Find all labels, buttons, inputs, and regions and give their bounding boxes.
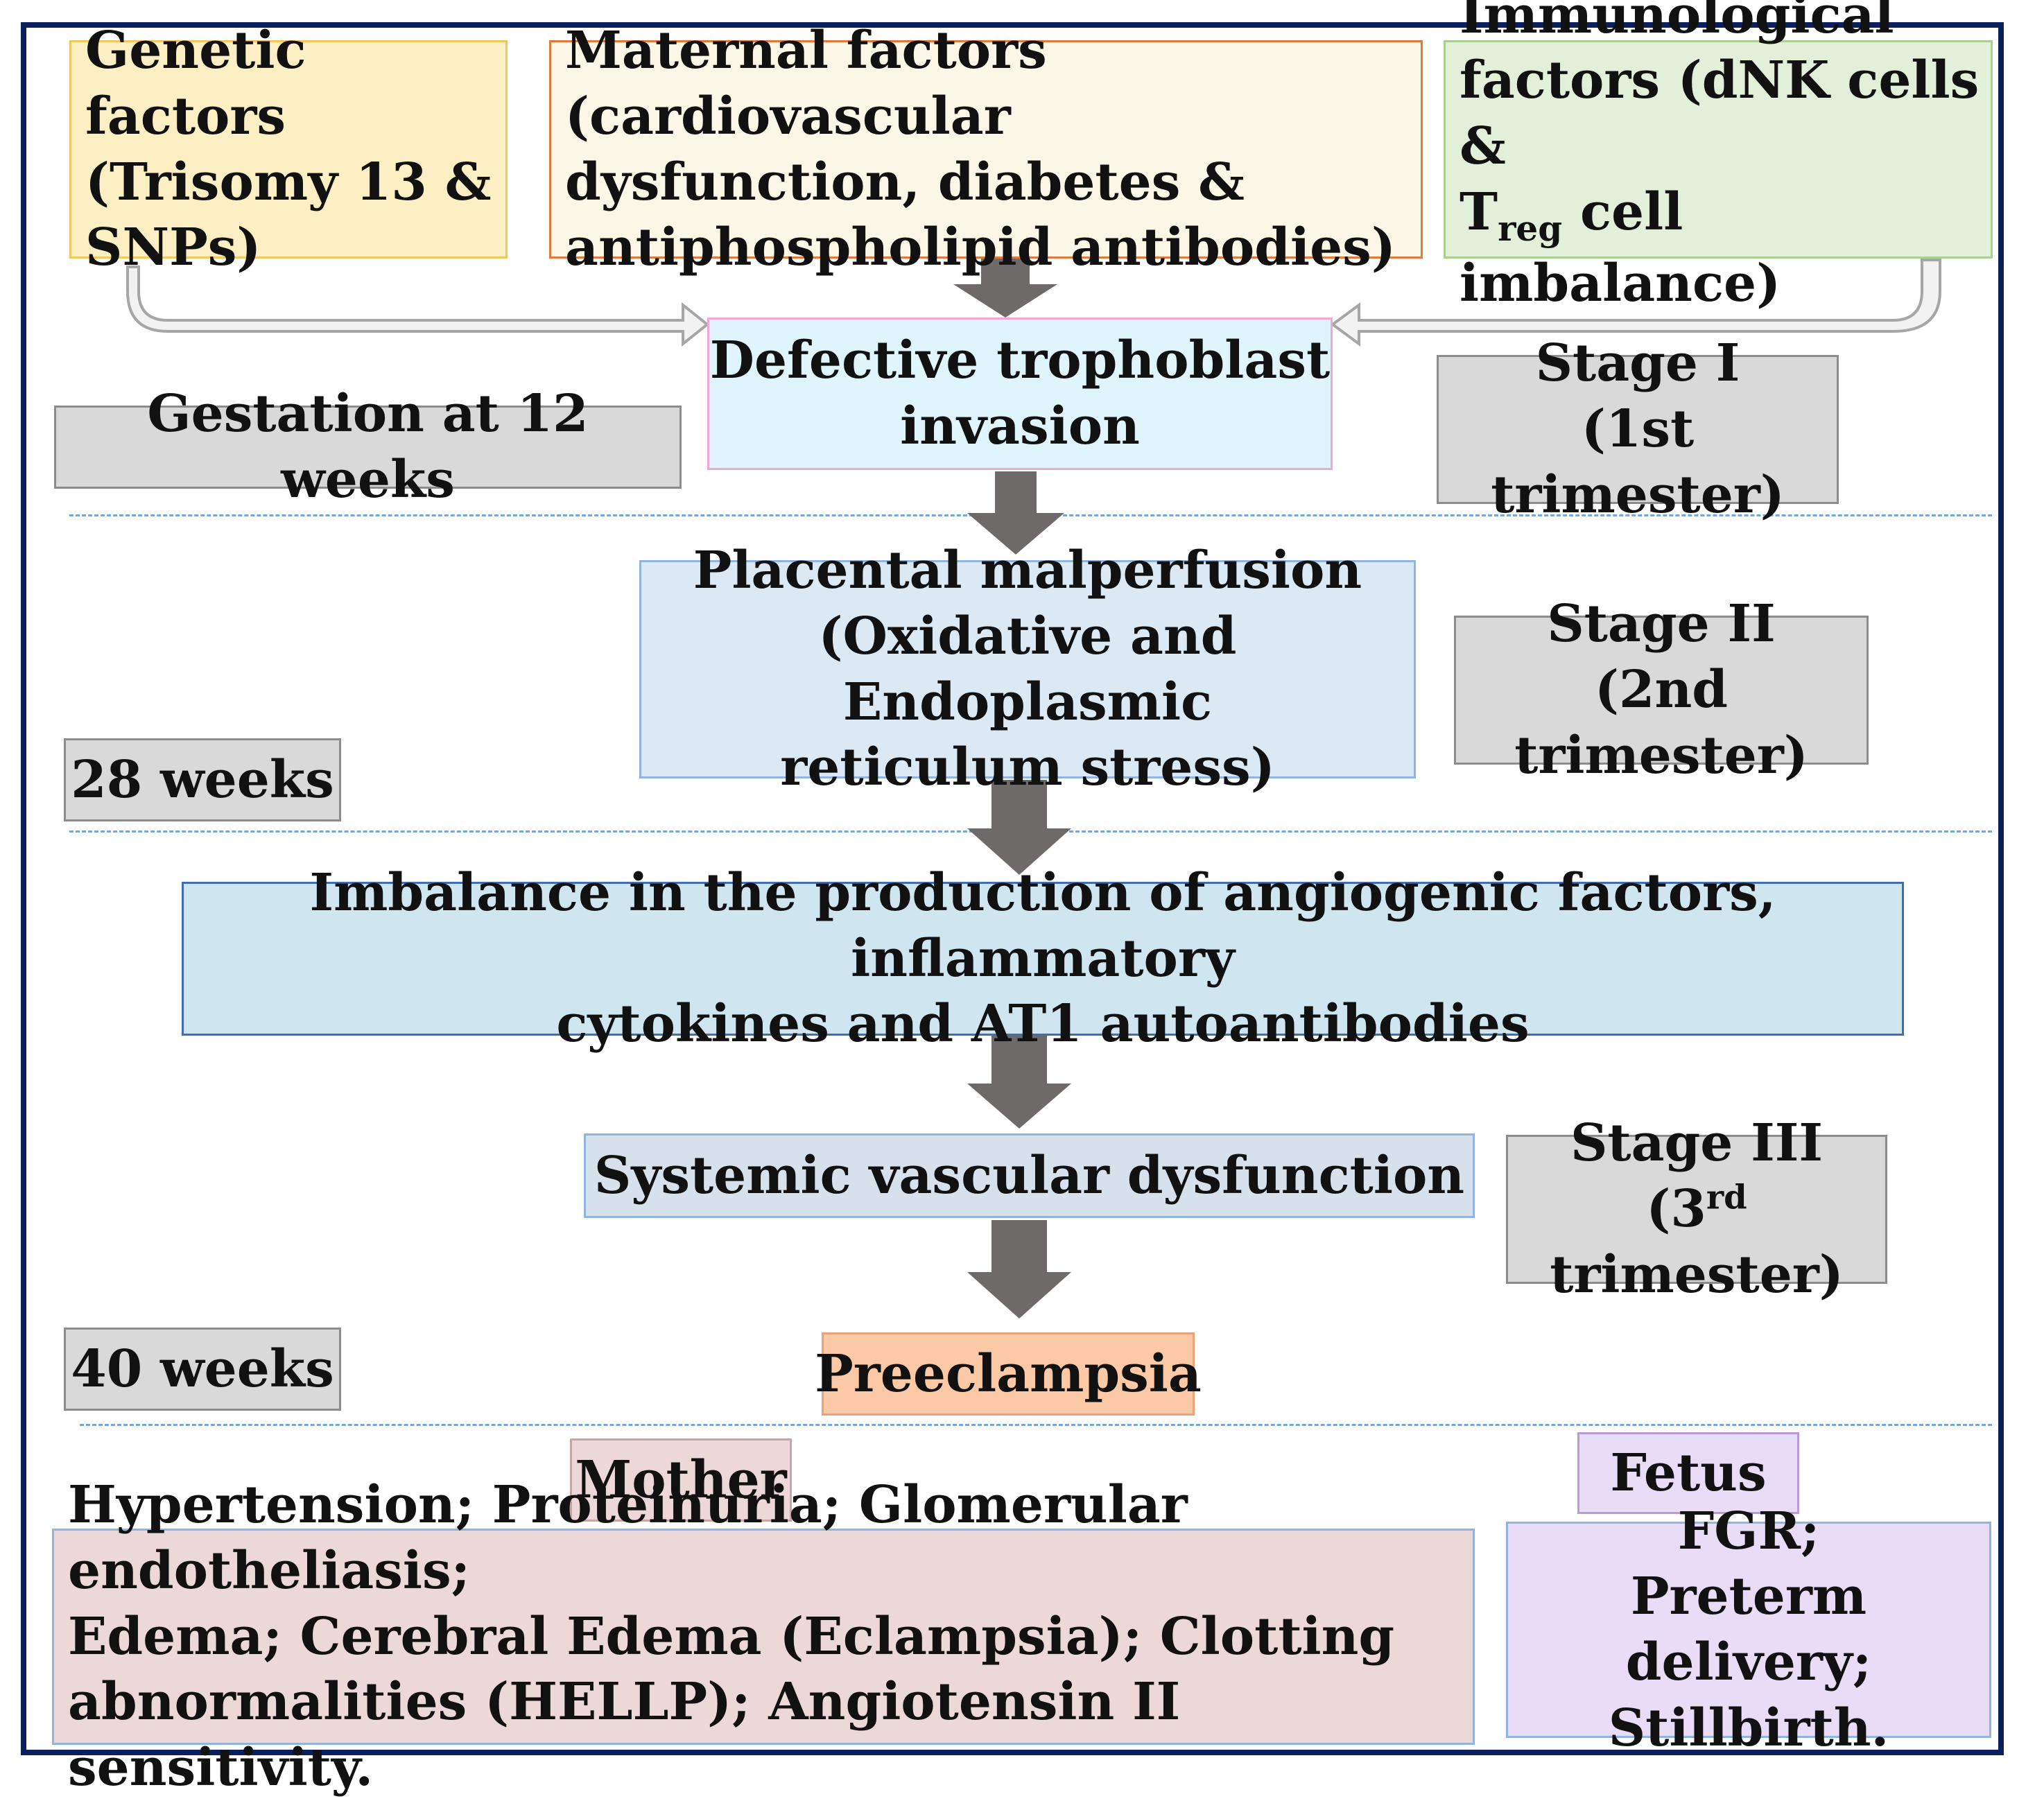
stage-3-subtitle: (3rd trimester) bbox=[1508, 1176, 1885, 1307]
fetus-line-1: FGR; bbox=[1677, 1501, 1820, 1561]
stage-3-superscript: rd bbox=[1706, 1178, 1747, 1217]
immuno-line-3-rest: cell imbalance) bbox=[1460, 182, 1781, 313]
maternal-factors-box: Maternal factors (cardiovascular dysfunc… bbox=[549, 21, 1423, 277]
stage-3-title: Stage III bbox=[1570, 1113, 1823, 1174]
placental-line-3: reticulum stress) bbox=[780, 738, 1275, 798]
trophoblast-box: Defective trophoblast invasion bbox=[707, 317, 1333, 470]
maternal-line-2: dysfunction, diabetes & bbox=[565, 152, 1245, 212]
stage-2-subtitle: (2nd trimester) bbox=[1514, 660, 1808, 785]
mother-label-text: Mother bbox=[575, 1450, 787, 1510]
separator-stage3 bbox=[80, 1424, 1992, 1426]
preeclampsia-box: Preeclampsia bbox=[815, 1332, 1202, 1416]
imbalance-line-2: cytokines and AT1 autoantibodies bbox=[556, 994, 1530, 1054]
imbalance-line-1: Imbalance in the production of angiogeni… bbox=[309, 862, 1776, 989]
fetus-label-text: Fetus bbox=[1610, 1443, 1767, 1503]
stage-2-title: Stage II bbox=[1547, 594, 1776, 654]
fetus-outcomes-box: FGR; Preterm delivery; Stillbirth. bbox=[1506, 1502, 1991, 1758]
trophoblast-line-1: Defective trophoblast bbox=[709, 331, 1331, 391]
genetic-line-3: SNPs) bbox=[85, 218, 261, 278]
maternal-line-1: Maternal factors (cardiovascular bbox=[565, 21, 1047, 146]
placental-to-imbalance-arrow bbox=[967, 780, 1071, 875]
stage-3-rest: trimester) bbox=[1550, 1244, 1844, 1305]
placental-malperfusion-box: Placental malperfusion (Oxidative and En… bbox=[639, 541, 1416, 797]
week-28-label: 28 weeks bbox=[64, 738, 341, 821]
imbalance-to-systemic-arrow bbox=[967, 1035, 1071, 1129]
mother-line-2: Edema; Cerebral Edema (Eclampsia); Clott… bbox=[68, 1606, 1395, 1667]
immunological-factors-box: Immunological factors (dNK cells & Treg … bbox=[1444, 0, 1993, 313]
trophoblast-line-2: invasion bbox=[900, 397, 1140, 456]
block-arrows bbox=[953, 258, 1071, 1319]
placental-line-1: Placental malperfusion bbox=[693, 541, 1362, 601]
week-40-text: 40 weeks bbox=[71, 1339, 334, 1399]
maternal-to-trophoblast-arrow bbox=[953, 258, 1057, 317]
mother-outcomes-box: Hypertension; Proteinuria; Glomerular en… bbox=[52, 1475, 1475, 1798]
immuno-line-1: Immunological bbox=[1460, 0, 1894, 45]
treg-subscript: reg bbox=[1498, 207, 1563, 249]
genetic-to-trophoblast-arrow bbox=[126, 266, 710, 347]
gestation-12-weeks-text: Gestation at 12 weeks bbox=[147, 384, 589, 510]
stage-1-subtitle: (1st trimester) bbox=[1491, 399, 1785, 525]
systemic-to-preeclampsia-arrow bbox=[967, 1220, 1071, 1319]
genetic-factors-box: Genetic factors (Trisomy 13 & SNPs) bbox=[69, 21, 508, 277]
stage-3-label: Stage III (3rd trimester) bbox=[1506, 1113, 1887, 1305]
immuno-line-2: factors (dNK cells & bbox=[1460, 51, 1980, 177]
preeclampsia-text: Preeclampsia bbox=[815, 1343, 1202, 1404]
genetic-line-1: Genetic factors bbox=[85, 21, 306, 146]
stage-1-label: Stage I (1st trimester) bbox=[1437, 333, 1839, 525]
stage-3-open: (3 bbox=[1646, 1179, 1706, 1239]
mother-line-3: abnormalities (HELLP); Angiotensin II se… bbox=[68, 1672, 1181, 1798]
fetus-line-2: Preterm delivery; bbox=[1625, 1567, 1872, 1692]
gestation-12-weeks-label: Gestation at 12 weeks bbox=[54, 384, 682, 510]
immuno-line-3: Treg cell imbalance) bbox=[1460, 180, 1991, 317]
fetus-label: Fetus bbox=[1577, 1432, 1799, 1514]
systemic-dysfunction-box: Systemic vascular dysfunction bbox=[584, 1133, 1475, 1218]
stage-2-label: Stage II (2nd trimester) bbox=[1454, 594, 1869, 785]
immuno-to-trophoblast-arrow bbox=[1330, 259, 1941, 347]
stage-1-title: Stage I bbox=[1535, 333, 1740, 394]
genetic-line-2: (Trisomy 13 & bbox=[85, 152, 492, 212]
placental-line-2: (Oxidative and Endoplasmic bbox=[818, 606, 1237, 732]
systemic-text: Systemic vascular dysfunction bbox=[594, 1145, 1465, 1206]
week-28-text: 28 weeks bbox=[71, 749, 334, 810]
imbalance-box: Imbalance in the production of angiogeni… bbox=[182, 863, 1904, 1054]
mother-line-1: Hypertension; Proteinuria; Glomerular en… bbox=[68, 1475, 1188, 1601]
mother-label: Mother bbox=[570, 1438, 792, 1522]
week-40-label: 40 weeks bbox=[64, 1328, 341, 1411]
fetus-line-3: Stillbirth. bbox=[1608, 1698, 1889, 1758]
treg-T: T bbox=[1460, 182, 1498, 242]
trophoblast-to-placental-arrow bbox=[967, 471, 1064, 555]
maternal-line-3: antiphospholipid antibodies) bbox=[565, 218, 1396, 278]
